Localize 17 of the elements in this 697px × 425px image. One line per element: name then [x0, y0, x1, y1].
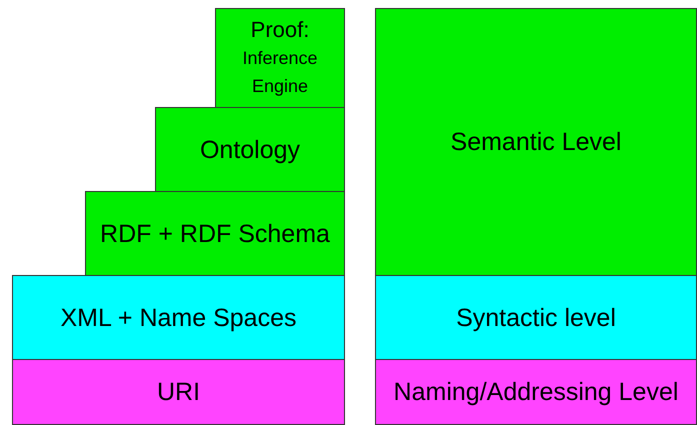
layer-label: Naming/Addressing Level — [392, 377, 680, 408]
layer-label: Ontology — [198, 134, 302, 166]
layer-label: URI — [156, 377, 202, 408]
layer-sublabel: Inference Engine — [241, 47, 319, 98]
layer-label: Semantic Level — [450, 127, 622, 158]
layer-box — [215, 8, 345, 108]
layer-label: Syntactic level — [455, 302, 617, 334]
layer-box — [12, 359, 345, 425]
layer-box — [375, 275, 697, 360]
layer-box — [155, 107, 345, 192]
layer-label: RDF + RDF Schema — [99, 218, 331, 250]
layer-box — [85, 191, 345, 276]
layer-box — [375, 359, 697, 425]
layer-label: Proof: — [250, 16, 310, 44]
layer-box — [375, 8, 697, 276]
layer-box — [12, 275, 345, 360]
layer-label: XML + Name Spaces — [60, 302, 298, 334]
